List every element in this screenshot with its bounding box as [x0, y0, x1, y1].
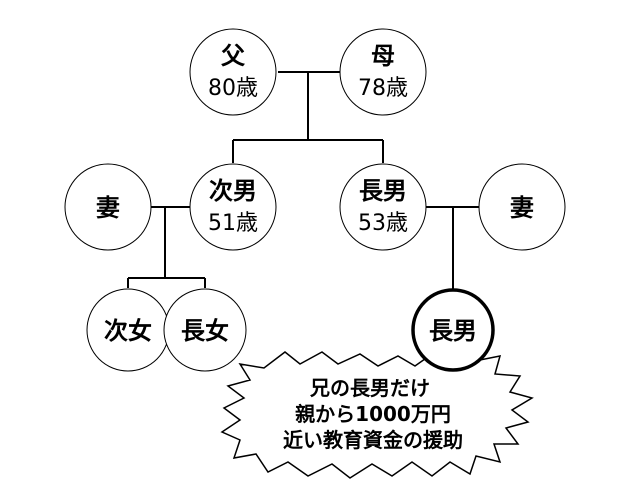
second-son-age: 51歳 [208, 211, 258, 236]
eldest-son-role: 長男 [359, 177, 407, 205]
connector-lines [127, 71, 480, 290]
second-son-wife-node: 妻 [64, 163, 152, 251]
eldest-son-wife-node: 妻 [478, 163, 566, 251]
father-role: 父 [221, 42, 246, 70]
mother-age: 78歳 [358, 76, 408, 101]
second-son-wife-role: 妻 [96, 194, 120, 222]
eldest-son-age: 53歳 [358, 211, 408, 236]
callout-line-2: 親から1000万円 [295, 402, 451, 426]
mother-node: 母 78歳 [339, 28, 427, 116]
eldest-son-node: 長男 53歳 [339, 163, 427, 251]
callout-bubble: 兄の長男だけ 親から1000万円 近い教育資金の援助 [220, 351, 534, 479]
eldest-daughter-node: 長女 [163, 288, 247, 372]
eldest-son-son-role: 長男 [429, 317, 477, 345]
father-node: 父 80歳 [189, 28, 277, 116]
eldest-son-wife-role: 妻 [510, 194, 534, 222]
second-son-node: 次男 51歳 [189, 163, 277, 251]
mother-role: 母 [371, 42, 395, 70]
eldest-daughter-role: 長女 [181, 317, 229, 345]
father-age: 80歳 [208, 76, 258, 101]
second-daughter-role: 次女 [104, 317, 152, 345]
callout-line-3: 近い教育資金の援助 [283, 428, 463, 452]
eldest-son-son-node: 長男 [411, 288, 495, 372]
second-daughter-node: 次女 [86, 288, 170, 372]
second-son-role: 次男 [209, 177, 257, 205]
callout-line-1: 兄の長男だけ [309, 376, 430, 400]
